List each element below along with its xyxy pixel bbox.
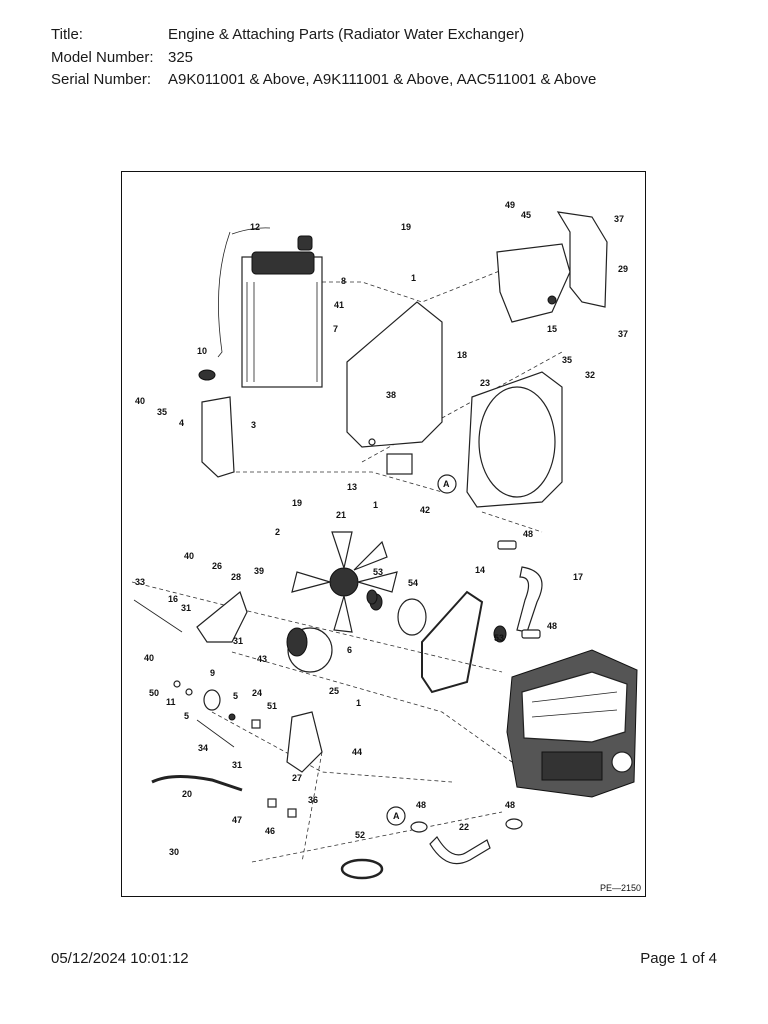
callout-9: 9 xyxy=(210,668,215,678)
callout-A-upper: A xyxy=(443,479,450,489)
callout-22: 22 xyxy=(459,822,469,832)
callout-52: 52 xyxy=(355,830,365,840)
top-bracket xyxy=(496,211,608,323)
callout-37-right: 37 xyxy=(618,329,628,339)
fan-belt xyxy=(421,590,484,694)
callout-14: 14 xyxy=(475,565,485,575)
callout-5-right: 5 xyxy=(233,691,238,701)
recovery-tank xyxy=(198,369,235,478)
callout-28: 28 xyxy=(231,572,241,582)
callout-46: 46 xyxy=(265,826,275,836)
callout-48-lower-left: 48 xyxy=(416,800,426,810)
model-number-value: 325 xyxy=(168,49,194,66)
seal-ring xyxy=(340,858,384,880)
callout-31-lower: 31 xyxy=(232,760,242,770)
callout-15: 15 xyxy=(547,324,557,334)
title-value: Engine & Attaching Parts (Radiator Water… xyxy=(168,26,525,43)
callout-labels: 49 45 37 12 19 8 1 41 29 7 15 37 10 18 3… xyxy=(135,200,641,893)
alternator-bracket xyxy=(196,590,248,643)
callout-5-left: 5 xyxy=(184,711,189,721)
callout-43: 43 xyxy=(257,654,267,664)
callout-50: 50 xyxy=(149,688,159,698)
callout-44: 44 xyxy=(352,747,362,757)
callout-18: 18 xyxy=(457,350,467,360)
callout-4: 4 xyxy=(179,418,184,428)
callout-35-left: 35 xyxy=(157,407,167,417)
radiator xyxy=(217,227,323,388)
callout-11: 11 xyxy=(166,697,176,707)
callout-35-right: 35 xyxy=(562,355,572,365)
figure-id: PE—2150 xyxy=(600,883,641,893)
callout-29: 29 xyxy=(618,264,628,274)
callout-34: 34 xyxy=(198,743,208,753)
callout-33: 33 xyxy=(135,577,145,587)
callout-16: 16 xyxy=(168,594,178,604)
page-indicator: Page 1 of 4 xyxy=(640,950,717,967)
callout-8: 8 xyxy=(341,276,346,286)
callout-54: 54 xyxy=(408,578,418,588)
model-number-label: Model Number: xyxy=(51,49,154,66)
callout-12: 12 xyxy=(250,222,260,232)
callout-37-top: 37 xyxy=(614,214,624,224)
callout-1-top: 1 xyxy=(411,273,416,283)
callout-2: 2 xyxy=(275,527,280,537)
callout-45: 45 xyxy=(521,210,531,220)
callout-6: 6 xyxy=(347,645,352,655)
title-label: Title: xyxy=(51,26,83,43)
callout-31-mid: 31 xyxy=(233,636,243,646)
callout-48-hose-bottom: 48 xyxy=(547,621,557,631)
callout-20: 20 xyxy=(182,789,192,799)
callout-48-lower-right: 48 xyxy=(505,800,515,810)
callout-49: 49 xyxy=(505,200,515,210)
exploded-view-drawing: 49 45 37 12 19 8 1 41 29 7 15 37 10 18 3… xyxy=(131,200,641,893)
callout-47: 47 xyxy=(232,815,242,825)
callout-53-lower: 53 xyxy=(494,633,504,643)
alternator xyxy=(286,627,333,673)
callout-36: 36 xyxy=(308,795,318,805)
callout-40-mid: 40 xyxy=(184,551,194,561)
callout-27: 27 xyxy=(292,773,302,783)
callout-26: 26 xyxy=(212,561,222,571)
upper-hose xyxy=(497,540,543,639)
callout-41: 41 xyxy=(334,300,344,310)
callout-40-left: 40 xyxy=(135,396,145,406)
serial-number-label: Serial Number: xyxy=(51,71,152,88)
callout-23: 23 xyxy=(480,378,490,388)
callout-19-top: 19 xyxy=(401,222,411,232)
callout-13: 13 xyxy=(347,482,357,492)
engine-block xyxy=(506,649,638,798)
callout-19-bottom: 19 xyxy=(292,498,302,508)
callout-31-upper: 31 xyxy=(181,603,191,613)
callout-17: 17 xyxy=(573,572,583,582)
hardware-parts xyxy=(133,589,507,818)
callout-42: 42 xyxy=(420,505,430,515)
callout-24: 24 xyxy=(252,688,262,698)
callout-25: 25 xyxy=(329,686,339,696)
callout-48-hose-top: 48 xyxy=(523,529,533,539)
parts-diagram: 49 45 37 12 19 8 1 41 29 7 15 37 10 18 3… xyxy=(121,171,646,897)
assembly-dashed-lines xyxy=(131,261,563,863)
fan-shroud xyxy=(466,371,563,508)
callout-32: 32 xyxy=(585,370,595,380)
callout-38: 38 xyxy=(386,390,396,400)
printed-datetime: 05/12/2024 10:01:12 xyxy=(51,950,189,967)
callout-3: 3 xyxy=(251,420,256,430)
callout-40-lower: 40 xyxy=(144,653,154,663)
radiator-mounting-plate xyxy=(346,301,443,475)
callout-51: 51 xyxy=(267,701,277,711)
callout-21: 21 xyxy=(336,510,346,520)
callout-53-upper: 53 xyxy=(373,567,383,577)
callout-1-lower: 1 xyxy=(356,698,361,708)
callout-7: 7 xyxy=(333,324,338,334)
callout-A-lower: A xyxy=(393,811,400,821)
fan-pulley xyxy=(369,593,427,636)
tension-arm xyxy=(286,711,323,773)
lower-hose xyxy=(410,818,523,865)
callout-10: 10 xyxy=(197,346,207,356)
callout-39: 39 xyxy=(254,566,264,576)
callout-1-mid: 1 xyxy=(373,500,378,510)
callout-30: 30 xyxy=(169,847,179,857)
serial-number-value: A9K011001 & Above, A9K111001 & Above, AA… xyxy=(168,71,597,88)
cooling-fan xyxy=(291,531,398,633)
